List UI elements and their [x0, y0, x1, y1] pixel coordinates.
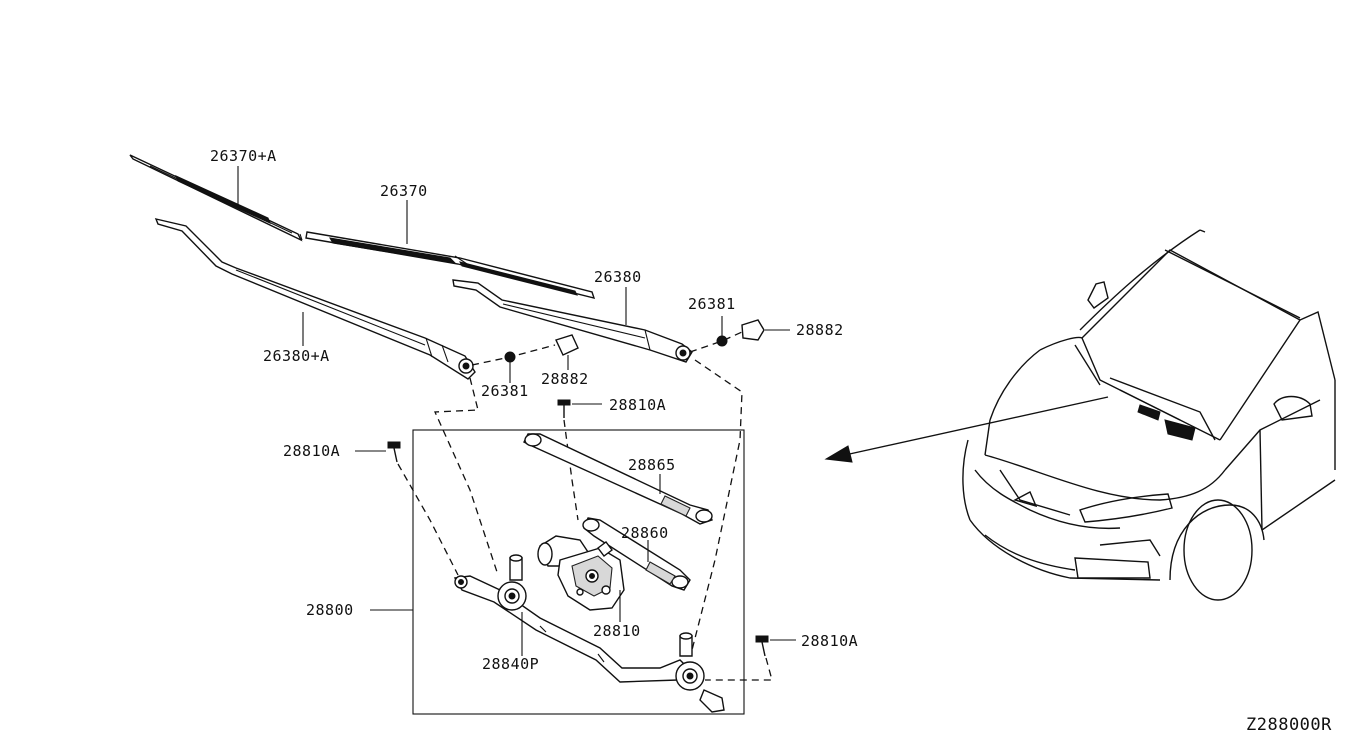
label-link-short: 28860 — [621, 524, 669, 542]
wiper-blade-rh[interactable] — [305, 231, 596, 299]
label-nut-rh: 26381 — [688, 295, 736, 313]
dash-arm-lh-pivot — [434, 377, 499, 576]
link-rod-short[interactable] — [582, 517, 691, 591]
label-bolt-left: 28810A — [283, 442, 340, 460]
pivot-rh[interactable] — [675, 632, 725, 713]
label-bolt-top: 28810A — [609, 396, 666, 414]
label-nut-lh: 26381 — [481, 382, 529, 400]
wiper-arm-rh[interactable] — [452, 279, 693, 363]
label-motor: 28810 — [593, 622, 641, 640]
dash-bolt-right — [705, 657, 773, 681]
label-bolt-right: 28810A — [801, 632, 858, 650]
dash-bolt-left — [397, 463, 459, 576]
label-pivot: 28840P — [482, 655, 539, 673]
bolt-top[interactable] — [557, 399, 571, 418]
label-arm-lh: 26380+A — [263, 347, 330, 365]
label-arm-rh: 26380 — [594, 268, 642, 286]
cap-lh[interactable] — [555, 334, 579, 356]
vehicle-location-illustration — [824, 229, 1336, 601]
wiper-arm-lh[interactable] — [154, 218, 476, 380]
pivot-lh[interactable] — [497, 554, 527, 611]
cap-rh[interactable] — [741, 319, 765, 341]
dash-arm-rh-cap — [689, 331, 743, 353]
diagram-code: Z288000R — [1246, 715, 1332, 735]
label-link-long: 28865 — [628, 456, 676, 474]
dash-arm-rh-pivot — [691, 359, 743, 651]
dash-bolt-top — [563, 419, 579, 521]
bolt-right[interactable] — [755, 635, 769, 657]
linkage-assembly-frame — [412, 429, 745, 715]
link-rod-long[interactable] — [523, 433, 713, 525]
label-blade-rh: 26370 — [380, 182, 428, 200]
label-linkage: 28800 — [306, 601, 354, 619]
bolt-left[interactable] — [387, 441, 401, 463]
label-cap-lh: 28882 — [541, 370, 589, 388]
nut-rh[interactable] — [716, 335, 728, 347]
label-blade-lh: 26370+A — [210, 147, 277, 165]
nut-lh[interactable] — [504, 351, 516, 363]
wiper-blade-lh[interactable] — [129, 154, 303, 242]
label-cap-rh: 28882 — [796, 321, 844, 339]
wiper-motor[interactable] — [537, 535, 625, 611]
